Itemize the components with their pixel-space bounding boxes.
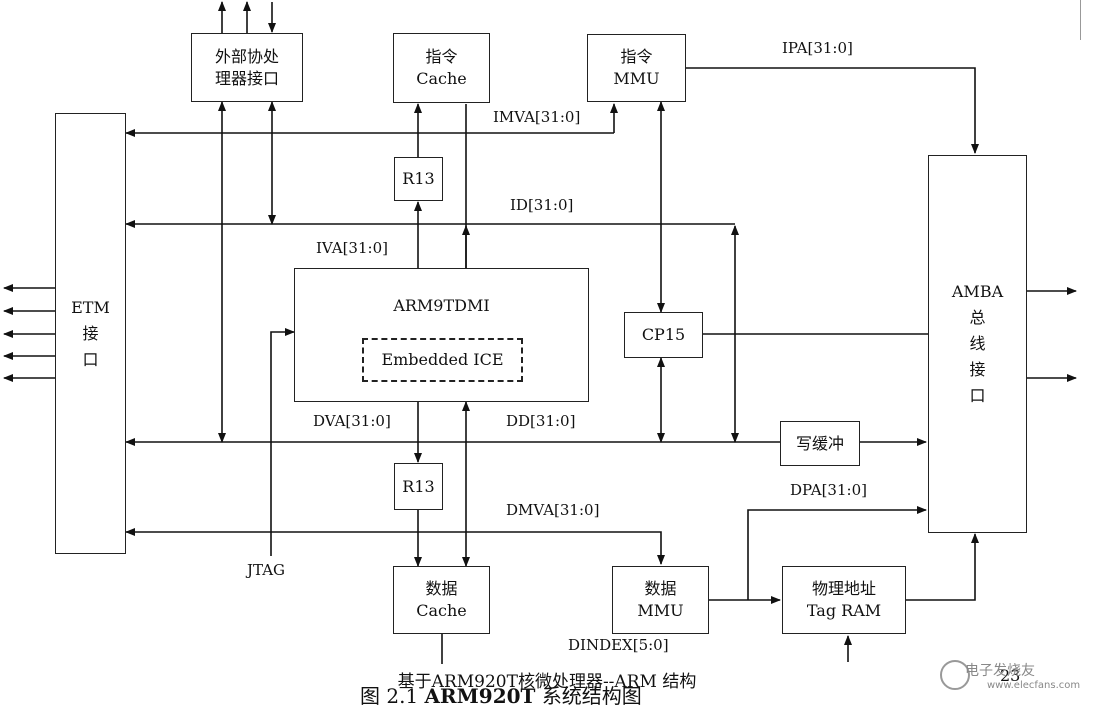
watermark-url: www.elecfans.com: [987, 680, 1081, 691]
watermark: 电子发烧友 www.elecfans.com: [965, 660, 1080, 691]
coprocessor-interface-block: 外部协处 理器接口: [191, 33, 303, 102]
r13-bottom-block: R13: [394, 463, 443, 510]
signal-dva-label: DVA[31:0]: [313, 412, 391, 430]
core-label: ARM9TDMI: [393, 296, 490, 315]
amba-line1: AMBA: [951, 282, 1004, 301]
etm-line3: 口: [82, 349, 99, 369]
etm-block: ETM 接 口: [55, 113, 126, 554]
write-buffer-block: 写缓冲: [780, 421, 860, 466]
r13-bottom-label: R13: [402, 476, 435, 496]
amba-line2: 总: [969, 308, 986, 327]
physical-address-tag-ram-block: 物理地址 Tag RAM: [782, 566, 906, 634]
coprocessor-interface-line1: 外部协处: [214, 46, 279, 66]
figure-caption: 图 2.1 ARM920T 系统结构图: [360, 680, 642, 709]
page-number: 23: [1000, 666, 1021, 685]
signal-dmva-label: DMVA[31:0]: [506, 501, 600, 519]
signal-jtag-label: JTAG: [247, 561, 286, 579]
dcache-line1: 数据: [425, 579, 458, 598]
signal-ipa-label: IPA[31:0]: [782, 39, 853, 57]
tag-ram-line2: Tag RAM: [806, 601, 882, 620]
tag-ram-line1: 物理地址: [811, 579, 876, 598]
r13-top-block: R13: [394, 157, 443, 201]
signal-dpa-label: DPA[31:0]: [790, 481, 867, 499]
icache-line2: Cache: [416, 69, 467, 88]
figure-caption-suffix: 系统结构图: [541, 684, 642, 708]
instruction-cache-block: 指令 Cache: [393, 33, 490, 103]
icache-line1: 指令: [425, 47, 458, 66]
cp15-label: CP15: [641, 325, 686, 344]
amba-line3: 线: [969, 334, 986, 353]
signal-imva-label: IMVA[31:0]: [493, 108, 581, 126]
etm-line2: 接: [82, 323, 99, 343]
data-cache-block: 数据 Cache: [393, 566, 490, 634]
etm-line1: ETM: [71, 297, 110, 317]
instruction-mmu-block: 指令 MMU: [587, 34, 686, 102]
immu-line1: 指令: [620, 47, 653, 66]
cp15-block: CP15: [624, 312, 703, 358]
coprocessor-interface-line2: 理器接口: [214, 68, 279, 88]
dmmu-line2: MMU: [637, 601, 684, 620]
amba-bus-interface-block: AMBA 总 线 接 口: [928, 155, 1027, 533]
r13-top-label: R13: [402, 169, 435, 188]
watermark-logo-icon: [940, 660, 970, 690]
dmmu-line1: 数据: [644, 579, 677, 598]
amba-line4: 接: [969, 360, 986, 379]
watermark-text: 电子发烧友: [965, 663, 1035, 679]
embedded-ice-block: Embedded ICE: [362, 338, 523, 382]
signal-dd-label: DD[31:0]: [506, 412, 576, 430]
signal-dindex-label: DINDEX[5:0]: [568, 636, 669, 654]
immu-line2: MMU: [613, 69, 660, 88]
page-edge-divider: [1080, 0, 1081, 40]
write-buffer-label: 写缓冲: [795, 433, 844, 453]
figure-caption-bold: ARM920T: [424, 684, 536, 708]
data-mmu-block: 数据 MMU: [612, 566, 709, 634]
figure-caption-prefix: 图 2.1: [360, 684, 419, 708]
signal-iva-label: IVA[31:0]: [316, 239, 388, 257]
signal-id-label: ID[31:0]: [510, 196, 574, 214]
page-caption-title: 基于ARM920T核微处理器--ARM 结构: [397, 672, 697, 692]
embedded-ice-label: Embedded ICE: [381, 350, 504, 369]
amba-line5: 口: [969, 386, 986, 405]
dcache-line2: Cache: [416, 601, 467, 620]
